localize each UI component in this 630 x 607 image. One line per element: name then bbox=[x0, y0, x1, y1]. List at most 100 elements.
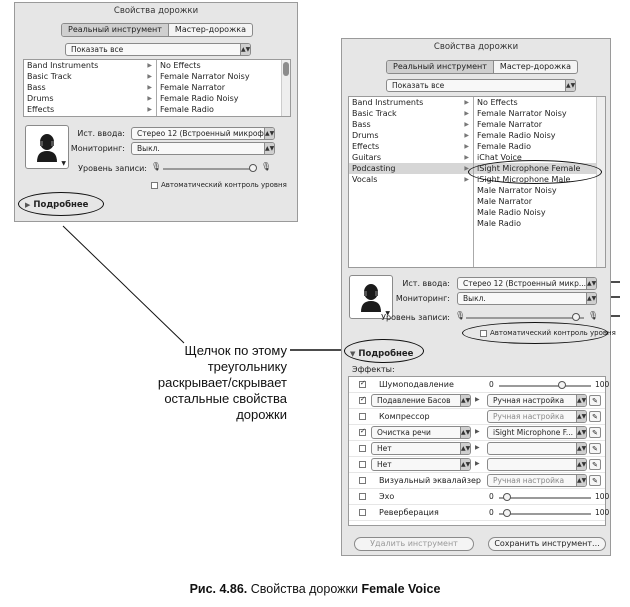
preset-item[interactable]: Female Narrator Noisy bbox=[477, 109, 567, 118]
reverb-checkbox[interactable] bbox=[359, 509, 366, 516]
input-source-popup[interactable]: Стерео 12 (Встроенный микр... ▲▼ bbox=[457, 277, 597, 290]
track-icon-button[interactable]: ▼ bbox=[349, 275, 393, 319]
noise-gate-checkbox[interactable] bbox=[359, 379, 366, 388]
compressor-preset-popup[interactable]: Ручная настройка▲▼ bbox=[487, 410, 587, 423]
category-popup[interactable]: Показать все ▲▼ bbox=[386, 79, 576, 92]
preset-item[interactable]: Male Radio bbox=[477, 219, 522, 228]
category-item[interactable]: Effects▶ bbox=[352, 142, 470, 151]
preset-item[interactable]: Female Radio Noisy bbox=[160, 94, 239, 103]
effect-row-compressor: Компрессор Ручная настройка▲▼ ✎ bbox=[349, 409, 605, 425]
preset-item[interactable]: iChat Voice bbox=[477, 153, 522, 162]
pencil-icon[interactable]: ✎ bbox=[589, 475, 601, 486]
compressor-checkbox[interactable] bbox=[359, 413, 366, 420]
pencil-icon[interactable]: ✎ bbox=[589, 459, 601, 470]
echo-max: 100 bbox=[595, 492, 610, 501]
slot-2-preset-popup[interactable]: ▲▼ bbox=[487, 458, 587, 471]
category-item[interactable]: Drums▶ bbox=[27, 94, 152, 103]
bass-reduction-checkbox[interactable] bbox=[359, 395, 366, 404]
speech-enhancer-preset-popup[interactable]: iSight Microphone F...▲▼ bbox=[487, 426, 587, 439]
microphone-low-icon: 🎙 bbox=[455, 311, 466, 320]
preset-item[interactable]: No Effects bbox=[160, 61, 201, 70]
noise-gate-slider[interactable] bbox=[499, 381, 591, 389]
echo-slider[interactable] bbox=[499, 493, 591, 501]
preset-item[interactable]: Female Radio Noisy bbox=[477, 131, 556, 140]
play-icon[interactable]: ▶ bbox=[475, 444, 480, 451]
slot-1-checkbox[interactable] bbox=[359, 445, 366, 452]
category-item[interactable]: Guitars▶ bbox=[352, 153, 470, 162]
speech-enhancer-popup[interactable]: Очистка речи▲▼ bbox=[371, 426, 471, 439]
preset-item[interactable]: Female Narrator bbox=[160, 83, 226, 92]
preset-item[interactable]: Male Narrator bbox=[477, 197, 533, 206]
preset-item[interactable]: Male Narrator Noisy bbox=[477, 186, 557, 195]
tab-real-instrument[interactable]: Реальный инструмент bbox=[387, 61, 494, 73]
bass-reduction-popup[interactable]: Подавление Басов▲▼ bbox=[371, 394, 471, 407]
figure-number: Рис. 4.86. bbox=[189, 582, 248, 596]
scrollbar-thumb[interactable] bbox=[283, 62, 289, 76]
record-level-knob[interactable] bbox=[572, 313, 580, 321]
input-source-popup[interactable]: Стерео 12 (Встроенный микрофон) ▲▼ bbox=[131, 127, 275, 140]
auto-level-checkbox[interactable] bbox=[151, 182, 158, 189]
delete-instrument-button[interactable]: Удалить инструмент bbox=[354, 537, 474, 551]
record-level-slider[interactable] bbox=[163, 164, 257, 172]
slot-2-popup[interactable]: Нет▲▼ bbox=[371, 458, 471, 471]
auto-level-label: Автоматический контроль уровня bbox=[161, 181, 287, 189]
speech-enhancer-checkbox[interactable] bbox=[359, 427, 366, 436]
tab-real-instrument[interactable]: Реальный инструмент bbox=[62, 24, 169, 36]
slot-1-popup[interactable]: Нет▲▼ bbox=[371, 442, 471, 455]
effects-header: Эффекты: bbox=[352, 365, 395, 374]
effects-list: Шумоподавление 0 100 Подавление Басов▲▼ … bbox=[348, 376, 610, 526]
chevron-down-icon: ▲▼ bbox=[460, 395, 471, 406]
preset-item[interactable]: Male Radio Noisy bbox=[477, 208, 546, 217]
preset-item[interactable]: Female Radio bbox=[160, 105, 214, 114]
pencil-icon[interactable]: ✎ bbox=[589, 443, 601, 454]
chevron-right-icon: ▶ bbox=[147, 73, 152, 80]
preset-item[interactable]: No Effects bbox=[477, 98, 518, 107]
visual-eq-checkbox[interactable] bbox=[359, 477, 366, 484]
category-item[interactable]: Band Instruments▶ bbox=[27, 61, 152, 70]
input-source-label: Ист. ввода: bbox=[77, 129, 125, 138]
echo-checkbox[interactable] bbox=[359, 493, 366, 500]
category-popup[interactable]: Показать все ▲▼ bbox=[65, 43, 251, 56]
category-item-selected[interactable]: Podcasting▶ bbox=[349, 163, 474, 174]
category-item[interactable]: Bass▶ bbox=[352, 120, 470, 129]
record-level-knob[interactable] bbox=[249, 164, 257, 172]
scrollbar[interactable] bbox=[596, 97, 605, 267]
preset-item[interactable]: Female Narrator bbox=[477, 120, 543, 129]
visual-eq-preset-popup[interactable]: Ручная настройка▲▼ bbox=[487, 474, 587, 487]
category-item[interactable]: Bass▶ bbox=[27, 83, 152, 92]
save-instrument-button[interactable]: Сохранить инструмент... bbox=[488, 537, 606, 551]
preset-item[interactable]: Female Narrator Noisy bbox=[160, 72, 250, 81]
annotation-oval bbox=[344, 339, 424, 363]
pencil-icon[interactable]: ✎ bbox=[589, 395, 601, 406]
track-icon-button[interactable]: ▼ bbox=[25, 125, 69, 169]
noise-gate-knob[interactable] bbox=[558, 381, 566, 389]
preset-item[interactable]: Female Radio bbox=[477, 142, 531, 151]
scrollbar[interactable] bbox=[281, 60, 290, 116]
echo-knob[interactable] bbox=[503, 493, 511, 501]
reverb-knob[interactable] bbox=[503, 509, 511, 517]
chevron-down-icon: ▼ bbox=[385, 310, 390, 317]
bass-reduction-preset-popup[interactable]: Ручная настройка▲▼ bbox=[487, 394, 587, 407]
pencil-icon[interactable]: ✎ bbox=[589, 427, 601, 438]
pencil-icon[interactable]: ✎ bbox=[589, 411, 601, 422]
tab-master-track[interactable]: Мастер-дорожка bbox=[174, 25, 247, 34]
track-info-panel-expanded: Свойства дорожки Реальный инструмент Мас… bbox=[341, 38, 616, 556]
play-icon[interactable]: ▶ bbox=[475, 460, 480, 467]
play-icon[interactable]: ▶ bbox=[475, 396, 480, 403]
monitoring-popup[interactable]: Выкл. ▲▼ bbox=[131, 142, 275, 155]
tab-master-track[interactable]: Мастер-дорожка bbox=[499, 62, 572, 71]
category-item[interactable]: Vocals▶ bbox=[352, 175, 470, 184]
reverb-slider[interactable] bbox=[499, 509, 591, 517]
slot-1-preset-popup[interactable]: ▲▼ bbox=[487, 442, 587, 455]
reverb-label: Реверберация bbox=[379, 508, 439, 517]
category-item[interactable]: Effects▶ bbox=[27, 105, 152, 114]
category-item[interactable]: Drums▶ bbox=[352, 131, 470, 140]
record-level-slider[interactable] bbox=[466, 313, 584, 321]
category-item[interactable]: Basic Track▶ bbox=[27, 72, 152, 81]
chevron-down-icon: ▲▼ bbox=[264, 143, 275, 154]
play-icon[interactable]: ▶ bbox=[475, 428, 480, 435]
monitoring-popup[interactable]: Выкл. ▲▼ bbox=[457, 292, 597, 305]
category-item[interactable]: Basic Track▶ bbox=[352, 109, 470, 118]
category-item[interactable]: Band Instruments▶ bbox=[352, 98, 470, 107]
slot-2-checkbox[interactable] bbox=[359, 461, 366, 468]
